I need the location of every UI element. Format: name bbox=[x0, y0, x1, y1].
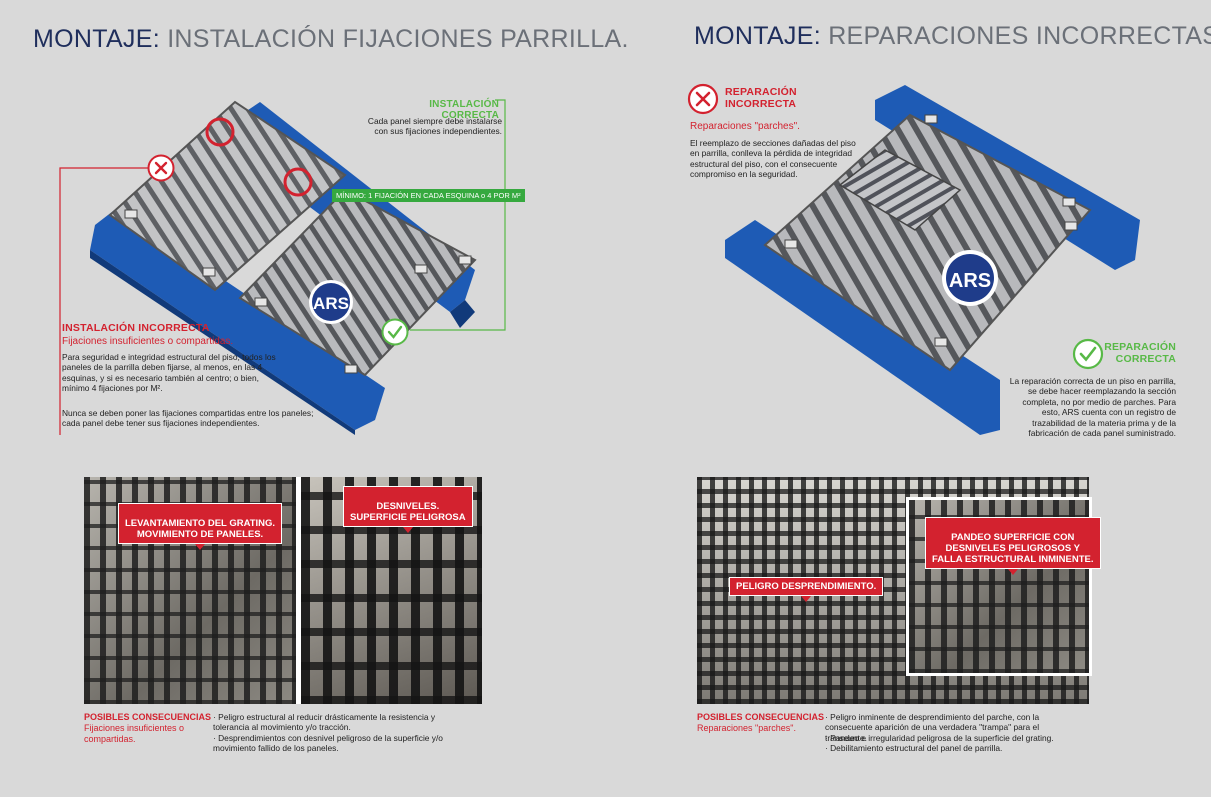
photo-tag-buckling-label: PANDEO SUPERFICIE CON DESNIVELES PELIGRO… bbox=[932, 532, 1094, 565]
photo-tag-lifting: LEVANTAMIENTO DEL GRATING. MOVIMIENTO DE… bbox=[118, 503, 283, 550]
right-title-rest: REPARACIONES INCORRECTAS. bbox=[828, 22, 1211, 50]
beam bbox=[90, 208, 385, 430]
photo-tag-uneven-label: DESNIVELES. SUPERFICIE PELIGROSA bbox=[350, 501, 466, 523]
correct-repair-text: La reparación correcta de un piso en par… bbox=[1009, 376, 1176, 439]
incorrect-repair-subtitle: Reparaciones "parches". bbox=[690, 121, 800, 132]
incorrect-installation-subtitle: Fijaciones insuficientes o compartidas. bbox=[62, 336, 234, 347]
incorrect-repair-heading: REPARACIÓN INCORRECTA bbox=[725, 86, 797, 110]
photo-tag-buckling: PANDEO SUPERFICIE CON DESNIVELES PELIGRO… bbox=[925, 517, 1101, 575]
right-consequence-1: · Peligro inminente de desprendimiento d… bbox=[825, 712, 1040, 743]
photo-buckled-surface bbox=[906, 497, 1092, 676]
ars-logo: ARS bbox=[309, 280, 353, 324]
photo-tag-detachment: PELIGRO DESPRENDIMIENTO. bbox=[729, 577, 884, 602]
x-circle-icon bbox=[687, 83, 719, 115]
x-circle-icon bbox=[147, 154, 175, 182]
ars-logo: ARS bbox=[942, 250, 998, 306]
left-title-rest: INSTALACIÓN FIJACIONES PARRILLA. bbox=[167, 25, 629, 53]
left-grating-diagram: ARS bbox=[59, 99, 506, 435]
correct-installation-heading: INSTALACIÓN CORRECTA bbox=[429, 99, 499, 121]
check-circle-icon bbox=[381, 318, 409, 346]
left-title: MONTAJE: INSTALACIÓN FIJACIONES PARRILLA… bbox=[33, 25, 629, 54]
left-consequence-2: · Desprendimientos con desnivel peligros… bbox=[213, 733, 443, 754]
correct-repair-heading: REPARACIÓN CORRECTA bbox=[1104, 341, 1176, 365]
grating-panel bbox=[763, 113, 1092, 372]
grating-panel bbox=[108, 100, 347, 292]
patch-panel bbox=[838, 149, 962, 231]
right-consequence-3: · Debilitamiento estructural del panel d… bbox=[825, 743, 1003, 753]
right-consequences-subtitle: Reparaciones "parches". bbox=[697, 723, 796, 733]
left-title-key: MONTAJE: bbox=[33, 25, 160, 53]
photo-tag-lifting-label: LEVANTAMIENTO DEL GRATING. MOVIMIENTO DE… bbox=[125, 518, 276, 540]
ars-logo-text: ARS bbox=[313, 294, 349, 313]
right-consequence-2: · Pandeo e irregularidad peligrosa de la… bbox=[825, 733, 1054, 743]
check-circle-icon bbox=[1072, 338, 1104, 370]
right-consequences-heading: POSIBLES CONSECUENCIAS bbox=[697, 712, 825, 722]
incorrect-installation-text-2: Nunca se deben poner las fijaciones comp… bbox=[62, 408, 314, 429]
photo-tag-uneven: DESNIVELES. SUPERFICIE PELIGROSA bbox=[343, 486, 473, 533]
left-consequence-1: · Peligro estructural al reducir drástic… bbox=[213, 712, 436, 733]
ars-logo-text: ARS bbox=[949, 270, 991, 292]
left-consequences-heading: POSIBLES CONSECUENCIAS bbox=[84, 712, 212, 722]
left-consequences-subtitle: Fijaciones insuficientes o compartidas. bbox=[84, 723, 185, 744]
photo-tag-detachment-label: PELIGRO DESPRENDIMIENTO. bbox=[736, 581, 877, 592]
right-title: MONTAJE: REPARACIONES INCORRECTAS. bbox=[694, 22, 1211, 51]
incorrect-repair-text: El reemplazo de secciones dañadas del pi… bbox=[690, 138, 856, 180]
incorrect-installation-heading: INSTALACIÓN INCORRECTA bbox=[62, 322, 210, 334]
right-grating-diagram: ARS bbox=[725, 85, 1140, 435]
minimum-fixation-tag: MÍNIMO: 1 FIJACIÓN EN CADA ESQUINA o 4 P… bbox=[332, 189, 525, 202]
incorrect-installation-text-1: Para seguridad e integridad estructural … bbox=[62, 352, 276, 394]
right-title-key: MONTAJE: bbox=[694, 22, 821, 50]
grating-panel bbox=[238, 188, 477, 377]
correct-installation-text: Cada panel siempre debe instalarse con s… bbox=[367, 116, 502, 137]
